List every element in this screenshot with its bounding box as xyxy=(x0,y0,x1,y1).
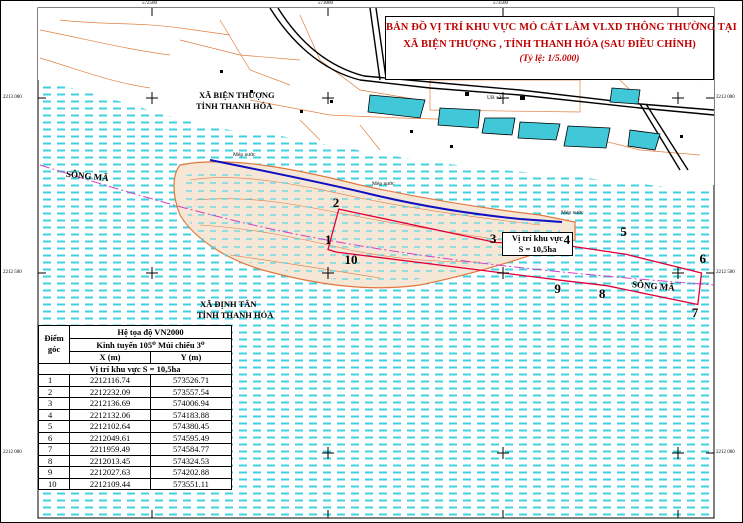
map-title-line2: XÃ BIỆN THƯỢNG , TỈNH THANH HÓA (SAU ĐIỀ… xyxy=(403,39,696,50)
y-cell: 573526.71 xyxy=(150,374,232,387)
grid-top-2: 573000 xyxy=(318,1,333,6)
y-cell: 574183.88 xyxy=(150,408,232,421)
x-cell: 2212102.64 xyxy=(69,420,151,433)
commune-north-label-1: XÃ BIỆN THƯỢNG xyxy=(199,90,275,100)
grid-ticks xyxy=(38,8,714,518)
point-label-10: 10 xyxy=(344,252,358,268)
zone-label-box: Vị trí khu vực S = 10,5ha xyxy=(502,232,573,256)
point-id-cell: 2 xyxy=(38,385,70,398)
water-edge-label-1: Mép nước xyxy=(233,152,256,158)
grid-left-3: 2212 000 xyxy=(3,450,22,455)
roads xyxy=(269,7,715,171)
x-cell: 2212109.44 xyxy=(69,477,151,490)
zone-label-line1: Vị trí khu vực xyxy=(511,233,564,243)
x-cell: 2212049.61 xyxy=(69,431,151,444)
point-id-cell: 3 xyxy=(38,397,70,410)
map-scale: (Tỷ lệ: 1/5.000) xyxy=(519,54,580,64)
grid-top-1: 572500 xyxy=(142,1,157,6)
x-cell: 2212136.69 xyxy=(69,397,151,410)
grid-right-1: 2213 000 xyxy=(716,95,735,100)
sand-water-dash xyxy=(185,173,560,283)
point-label-7: 7 xyxy=(691,304,699,320)
col-x-header: X (m) xyxy=(69,351,151,364)
point-id-cell: 9 xyxy=(38,466,70,479)
water-edge-label-2: Mép nước xyxy=(372,181,395,187)
y-cell: 574006.94 xyxy=(150,397,232,410)
y-cell: 574380.45 xyxy=(150,420,232,433)
point-label-1: 1 xyxy=(325,231,332,247)
point-label-5: 5 xyxy=(620,224,627,240)
map-title-line1: BẢN ĐỒ VỊ TRÍ KHU VỰC MỎ CÁT LÀM VLXD TH… xyxy=(386,22,737,33)
point-id-cell: 8 xyxy=(38,454,70,467)
y-cell: 574324.53 xyxy=(150,454,232,467)
point-label-3: 3 xyxy=(489,230,497,246)
grid-right-3: 2212 000 xyxy=(716,450,735,455)
point-label-4: 4 xyxy=(563,232,571,248)
point-id-cell: 6 xyxy=(38,431,70,444)
commune-north-label-2: TỈNH THANH HÓA xyxy=(196,101,273,111)
grid-left-2: 2212 500 xyxy=(3,270,22,275)
grid-top-3: 573500 xyxy=(493,1,508,6)
ubnd-label: UB x2 xyxy=(487,95,502,101)
point-id-cell: 5 xyxy=(38,420,70,433)
zone-label-line2: S = 10,5ha xyxy=(518,244,557,254)
zone-row-header: Vị trí khu vực S = 10,5ha xyxy=(38,362,232,375)
point-label-6: 6 xyxy=(699,251,707,266)
x-cell: 2212132.06 xyxy=(69,408,151,421)
col-y-header: Y (m) xyxy=(150,351,232,364)
point-id-cell: 7 xyxy=(38,443,70,456)
water-edge-label-3: Mép nước xyxy=(561,210,584,216)
mining-boundary xyxy=(327,208,703,306)
point-id-cell: 1 xyxy=(38,374,70,387)
y-cell: 573551.11 xyxy=(150,477,232,490)
point-id-cell: 10 xyxy=(38,477,70,490)
x-cell: 2211959.49 xyxy=(69,443,151,456)
x-cell: 2212027.63 xyxy=(69,466,151,479)
x-cell: 2212013.45 xyxy=(69,454,151,467)
water-edge-line xyxy=(209,159,563,223)
point-label-8: 8 xyxy=(598,285,606,301)
point-label-2: 2 xyxy=(332,195,340,211)
commune-south-label-1: XÃ ĐỊNH TÂN xyxy=(200,299,257,309)
crs-header-1: Hệ tọa độ VN2000 xyxy=(69,325,232,339)
grid-left-1: 2213 000 xyxy=(3,95,22,100)
map-title-box: BẢN ĐỒ VỊ TRÍ KHU VỰC MỎ CÁT LÀM VLXD TH… xyxy=(385,16,737,80)
x-cell: 2212116.74 xyxy=(69,374,151,387)
coordinate-table: Điểm góc Hệ tọa độ VN2000 Kinh tuyến 105… xyxy=(38,325,232,490)
grid-crosses xyxy=(146,92,684,459)
point-label-9: 9 xyxy=(554,280,561,296)
y-cell: 574202.88 xyxy=(150,466,232,479)
col-point-header: Điểm góc xyxy=(38,325,70,364)
y-cell: 574584.77 xyxy=(150,443,232,456)
grid-right-2: 2212 500 xyxy=(716,270,735,275)
crs-header-2: Kinh tuyến 105⁰ Múi chiếu 3⁰ xyxy=(69,338,232,352)
x-cell: 2212232.09 xyxy=(69,385,151,398)
y-cell: 574595.49 xyxy=(150,431,232,444)
point-id-cell: 4 xyxy=(38,408,70,421)
y-cell: 573557.54 xyxy=(150,385,232,398)
river-centerline xyxy=(39,164,715,286)
commune-south-label-2: TỈNH THANH HÓA xyxy=(197,310,274,320)
fish-ponds xyxy=(367,87,661,151)
